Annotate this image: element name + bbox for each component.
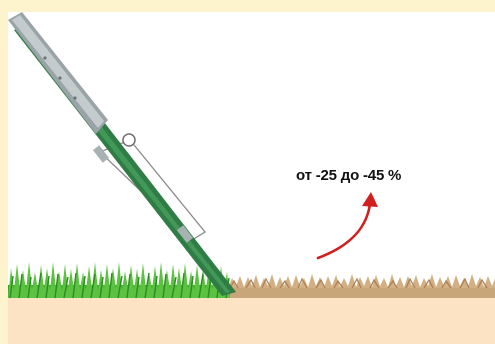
cut-turf-strip (228, 274, 495, 298)
soil-band (8, 298, 495, 344)
curved-up-arrow-icon (318, 192, 378, 258)
wire-ring (123, 134, 135, 146)
aerator-blade-icon (8, 12, 236, 296)
healthy-grass-strip (8, 262, 230, 298)
reduction-range-label: от -25 до -45 % (296, 167, 401, 184)
